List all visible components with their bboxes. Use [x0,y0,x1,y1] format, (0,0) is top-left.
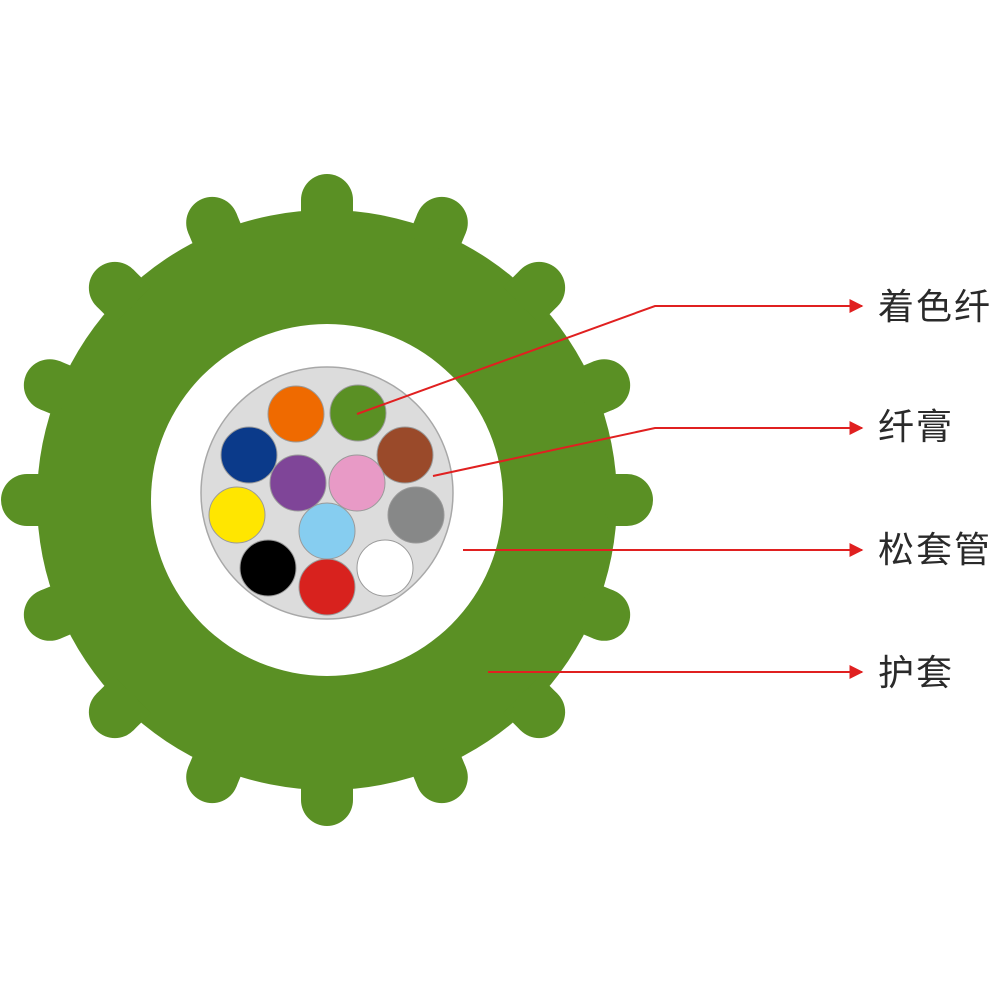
label-colored-fiber: 着色纤 [878,287,993,328]
jacket-rib-tip [301,174,353,226]
jacket-rib-tip [186,196,239,249]
jacket-rib-tip [415,751,468,804]
jacket-rib [88,676,151,739]
jacket-rib-tip [513,686,566,739]
jacket-rib [301,174,353,226]
fiber-yellow [208,486,266,544]
jacket-rib-tip [23,359,76,412]
jacket-rib [571,359,631,419]
fiber-purple [269,454,327,512]
fiber-orange [267,385,325,443]
leader-line-colored-fiber [356,299,864,415]
fiber-black [239,539,297,597]
jacket-rib-tip [23,588,76,641]
fiber-gray [387,486,445,544]
label-jacket: 护套 [878,653,955,694]
jacket-rib [301,774,353,826]
leader-line-fiber-gel [432,421,864,477]
jacket-rib-tip [578,588,631,641]
jacket-rib [503,676,566,739]
jacket-rib [503,261,566,324]
jacket-rib-tip [186,751,239,804]
jacket-rib [408,196,468,256]
jacket-rib [186,744,246,804]
jacket-rib [23,359,83,419]
jacket-rib-tip [88,261,141,314]
jacket-rib-tip [301,774,353,826]
jacket-rib [571,581,631,641]
jacket-rib [601,474,653,526]
jacket-rib-tip [513,261,566,314]
jacket-rib-tip [88,686,141,739]
fiber-brown [376,426,434,484]
fiber-blue [220,426,278,484]
label-loose-tube: 松套管 [878,530,993,571]
fiber-light-blue [298,502,356,560]
fiber-red [298,558,356,616]
fiber-white [356,539,414,597]
jacket-rib [408,744,468,804]
jacket-rib-tip [578,359,631,412]
jacket-rib-tip [601,474,653,526]
jacket-rib [1,474,53,526]
leader-lines [356,299,864,679]
jacket-rib [88,261,151,324]
jacket-rib-tip [1,474,53,526]
jacket-rib-tip [415,196,468,249]
jacket-rib [186,196,246,256]
fiber-pink [328,454,386,512]
label-fiber-gel: 纤膏 [878,407,955,448]
jacket-rib [23,581,83,641]
colored-fibers [208,384,445,616]
